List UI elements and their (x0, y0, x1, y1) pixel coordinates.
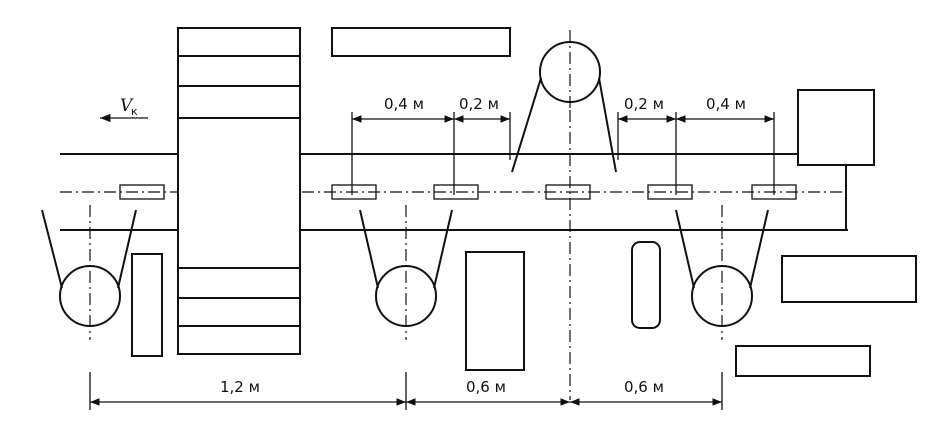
dim-top-right-1-label: 0,2 м (624, 95, 664, 113)
workpiece-4 (545, 184, 591, 200)
post-right (631, 241, 661, 329)
workpiece-3 (433, 184, 479, 200)
lower-pulley-middle (359, 205, 453, 340)
dim-bottom-3-label: 0,6 м (624, 378, 664, 396)
lower-pulley-right (675, 205, 769, 340)
press-block (177, 27, 301, 355)
workpiece-5 (647, 184, 693, 200)
workpiece-1 (119, 184, 165, 200)
dim-bottom-1-label: 1,2 м (220, 378, 260, 396)
dim-top-left-2-label: 0,2 м (459, 95, 499, 113)
right-unit-box (781, 255, 917, 303)
post-middle (465, 251, 525, 371)
top-unit-box (331, 27, 511, 57)
lower-pulley-left (41, 205, 137, 340)
post-left (131, 253, 163, 357)
workpiece-2 (331, 184, 377, 200)
dim-top-right-2-label: 0,4 м (706, 95, 746, 113)
drive-box (797, 89, 875, 166)
dim-bottom-2-label: 0,6 м (466, 378, 506, 396)
dim-top-left-1-label: 0,4 м (384, 95, 424, 113)
velocity-label: V (120, 96, 134, 116)
top-pulley (511, 30, 617, 173)
right-lower-box (735, 345, 871, 377)
velocity-subscript: к (131, 105, 138, 118)
